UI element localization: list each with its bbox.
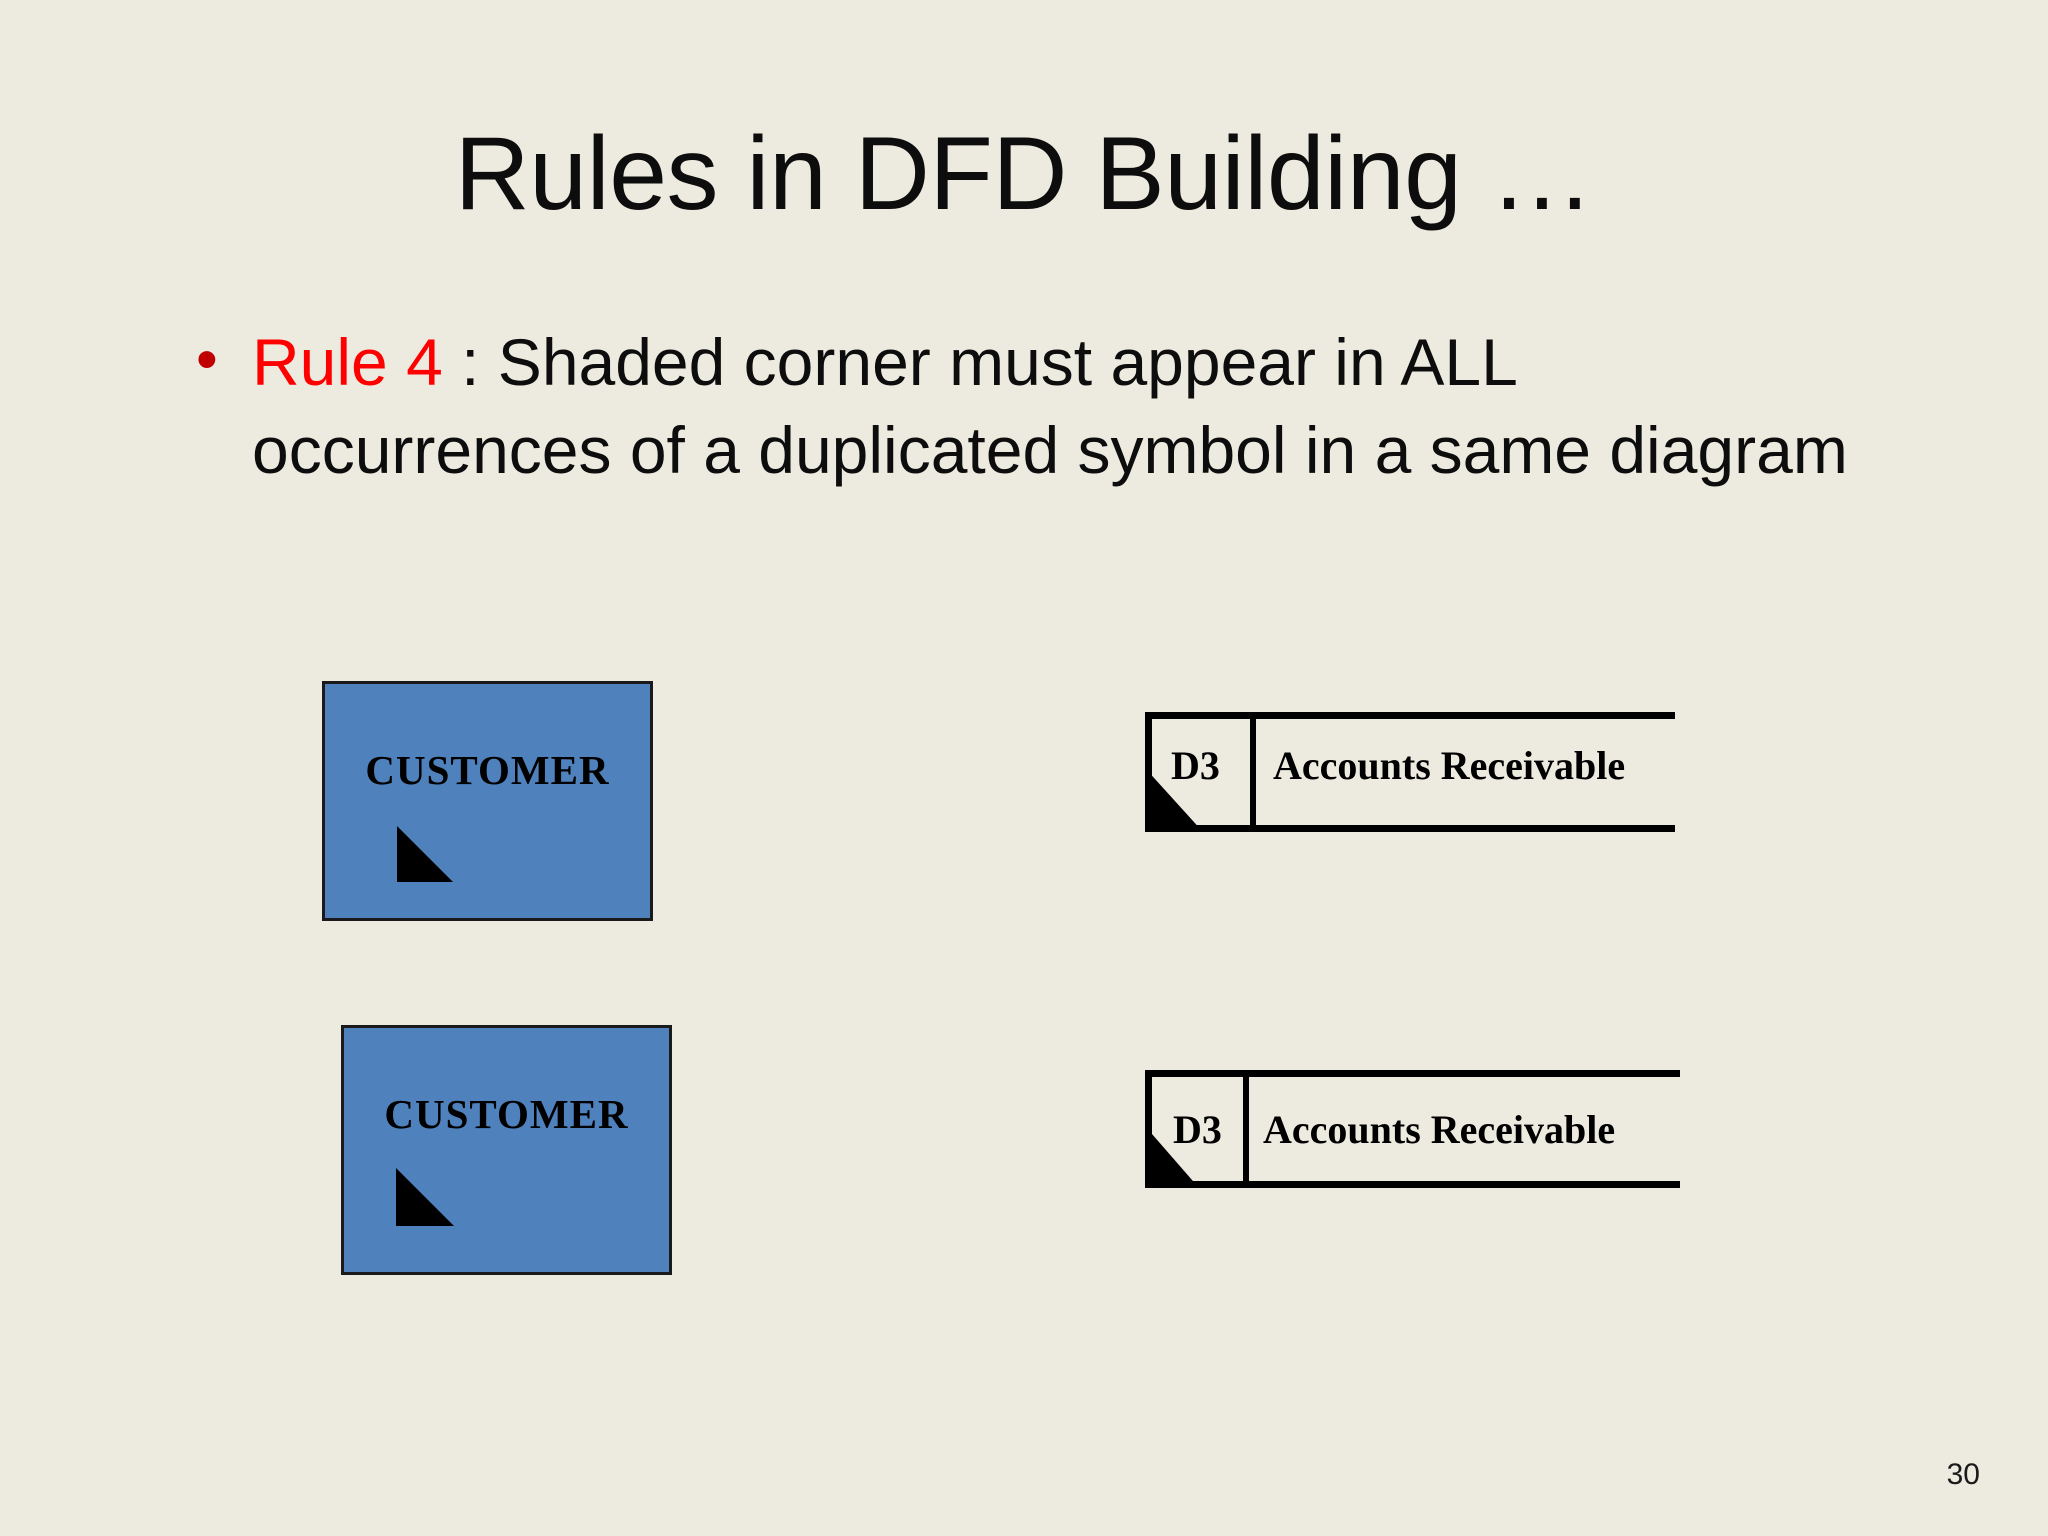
entity-customer-top-label: CUSTOMER [365,747,610,793]
data-store-bottom-id: D3 [1173,1107,1222,1152]
bullet-text: Rule 4 : Shaded corner must appear in AL… [252,318,1882,494]
data-store-accounts-receivable-top: D3 Accounts Receivable [1145,712,1675,832]
data-store-top-label: Accounts Receivable [1273,743,1626,788]
data-store-top-rule [1145,1070,1680,1077]
data-store-bottom-label: Accounts Receivable [1263,1107,1616,1152]
page-title: Rules in DFD Building … [454,116,1594,232]
entity-customer-bottom: CUSTOMER [341,1025,672,1275]
page-number: 30 [1946,1458,1980,1491]
shaded-corner-icon [396,1168,454,1226]
data-store-bottom-rule [1145,825,1675,832]
data-store-divider [1243,1070,1249,1188]
data-store-left-rule [1145,1070,1152,1188]
data-store-bottom-rule [1145,1181,1680,1188]
bullet-item-rule-4: • Rule 4 : Shaded corner must appear in … [190,318,1950,494]
data-store-left-rule [1145,712,1152,832]
data-store-top-id: D3 [1171,743,1220,788]
entity-customer-top: CUSTOMER [322,681,653,921]
bullet-dot-icon: • [196,325,218,394]
shaded-corner-icon [1145,1126,1199,1188]
rule-label: Rule 4 [252,325,443,399]
shaded-corner-icon [397,826,453,882]
body-content: • Rule 4 : Shaded corner must appear in … [190,318,1950,494]
data-store-top-rule [1145,712,1675,719]
rule-description: : Shaded corner must appear in ALL occur… [252,325,1848,487]
entity-customer-bottom-label: CUSTOMER [384,1091,629,1137]
shaded-corner-icon [1145,768,1203,832]
data-store-divider [1250,712,1256,832]
data-store-accounts-receivable-bottom: D3 Accounts Receivable [1145,1070,1680,1188]
